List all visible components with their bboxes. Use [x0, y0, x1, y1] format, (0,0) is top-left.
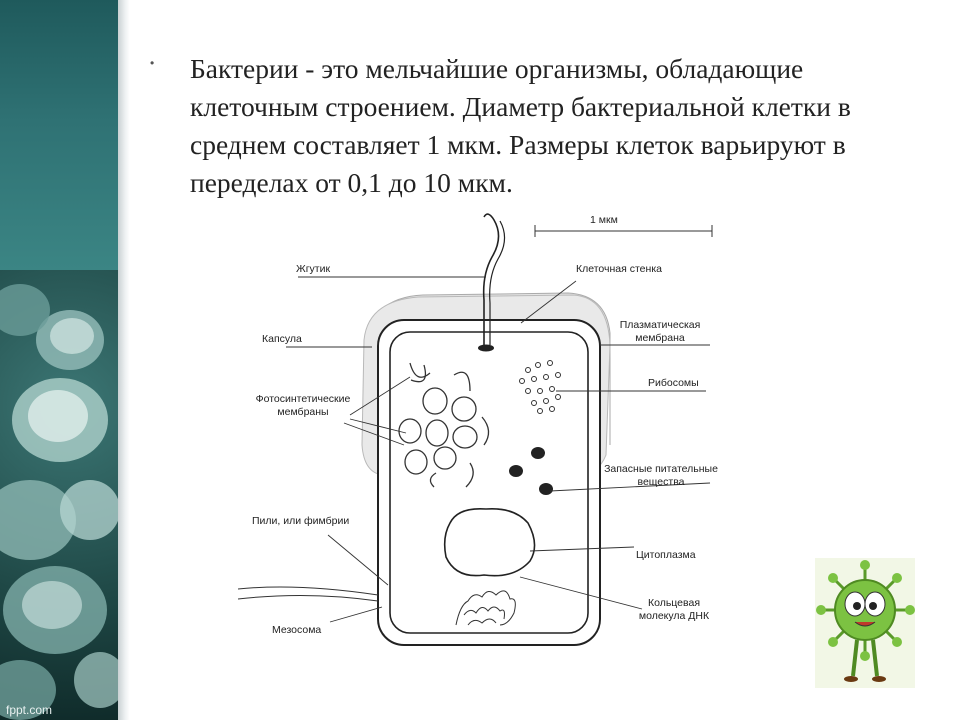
leader-lines: [286, 276, 711, 623]
cell-diagram-art: [238, 213, 713, 646]
bacteria-micrograph-art: [0, 284, 118, 720]
ribosomes-shape: [519, 360, 561, 414]
label-plasma-1: Плазматическая: [619, 319, 701, 331]
footer-credit: fppt.com: [6, 703, 53, 717]
photosynthetic-membranes: [398, 362, 490, 488]
virus-art: [816, 560, 915, 682]
label-plasma-2: мембрана: [635, 332, 685, 344]
label-pili: Пили, или фимбрии: [252, 515, 350, 527]
label-photosynthetic-1: Фотосинтетические: [255, 393, 351, 405]
label-cell-wall: Клеточная стенка: [576, 263, 662, 275]
bullet-marker: •: [150, 56, 155, 70]
plasma-membrane-shape: [389, 331, 589, 634]
teal-gradient-block: [0, 0, 118, 270]
label-flagellum: Жгутик: [296, 263, 331, 275]
cytoplasm-blob: [443, 507, 536, 577]
dna-shape: [455, 590, 516, 626]
cartoon-virus-image: [815, 558, 915, 688]
label-dna-2: молекула ДНК: [638, 610, 710, 622]
scale-label: 1 мкм: [590, 214, 618, 226]
label-reserve-1: Запасные питательные: [604, 463, 718, 475]
label-capsule: Капсула: [262, 333, 302, 345]
label-dna-1: Кольцевая: [647, 597, 701, 609]
label-photosynthetic-2: мембраны: [277, 406, 329, 418]
reserve-nutrients-shape: [509, 447, 553, 495]
paragraph-text: Бактерии - это мельчайшие организмы, обл…: [190, 53, 851, 198]
left-decor-panel: fppt.com: [0, 0, 118, 720]
label-mesosome: Мезосома: [272, 624, 322, 636]
label-ribosomes: Рибосомы: [648, 377, 699, 389]
flagellum-shape: [482, 213, 500, 345]
label-cytoplasm: Цитоплазма: [636, 549, 696, 561]
bacterial-cell-diagram: 1 мкм Жгутик Капсула Фотосинтетические м…: [238, 205, 724, 697]
label-reserve-2: вещества: [637, 476, 685, 488]
pili-shape: [238, 586, 379, 602]
scale-bar: [534, 225, 713, 237]
bacteria-micrograph: [0, 270, 118, 720]
panel-divider: [118, 0, 130, 720]
